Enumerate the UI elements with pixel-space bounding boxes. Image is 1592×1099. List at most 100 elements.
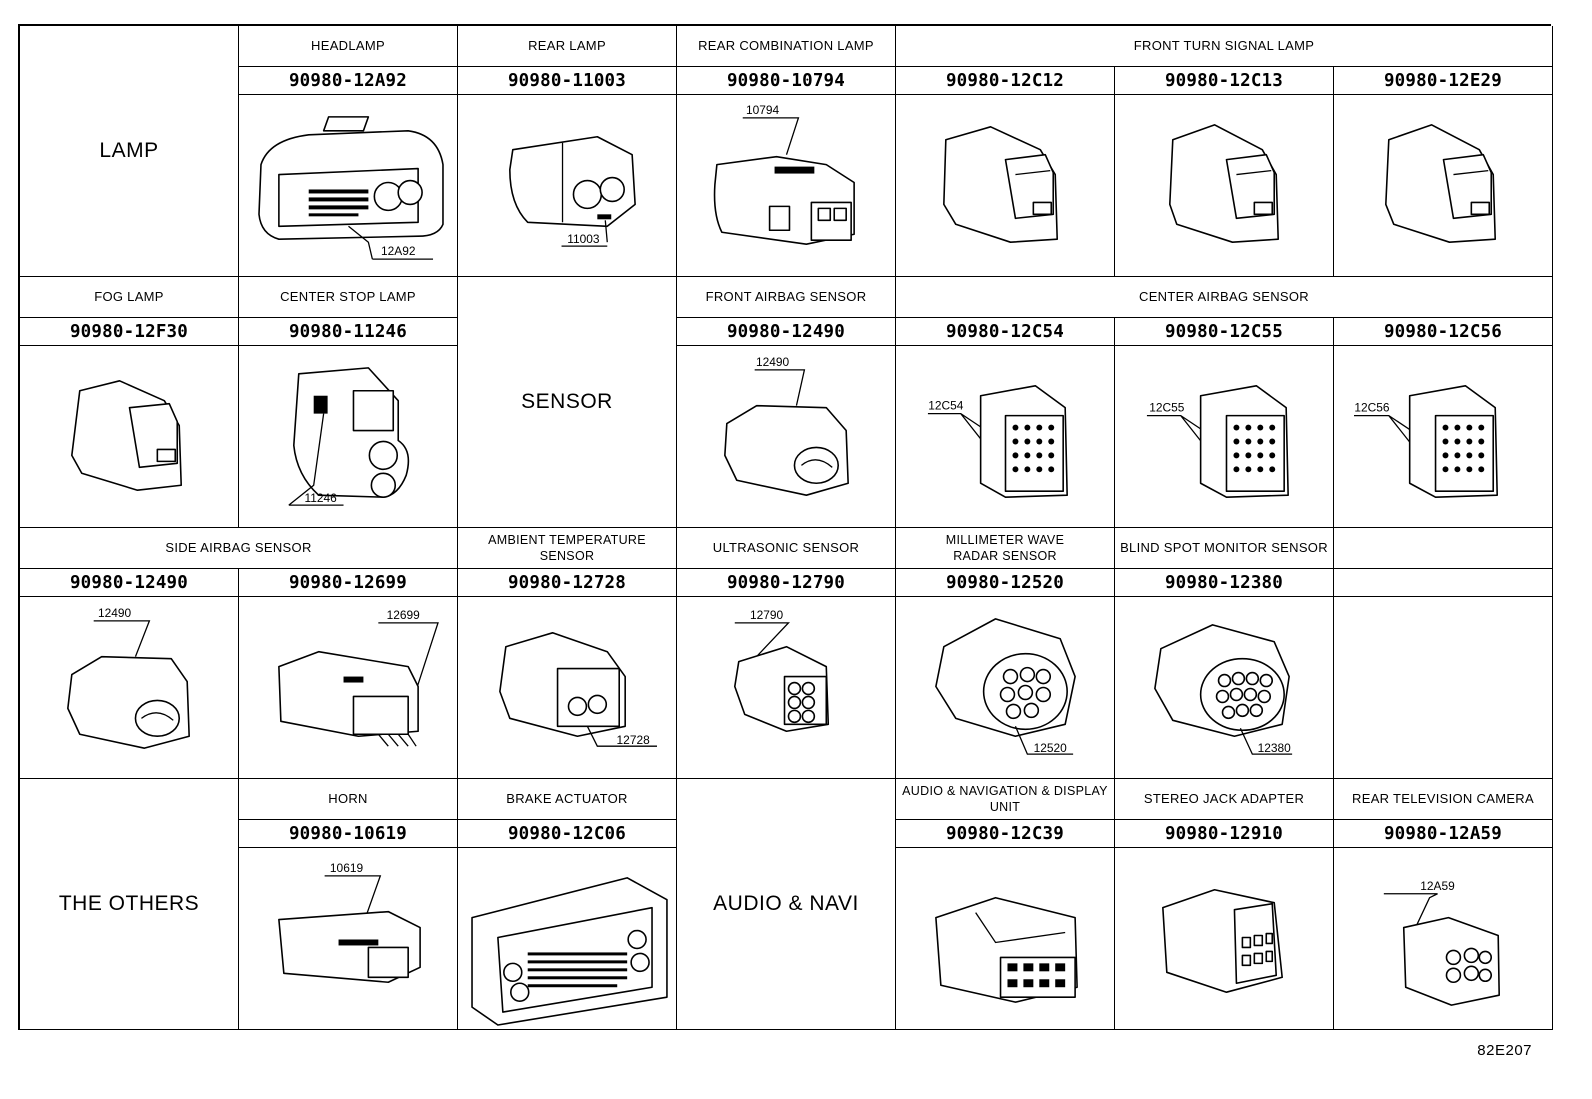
part-number: 90980-12520 <box>896 569 1115 597</box>
connector-12e29-icon <box>1385 124 1497 243</box>
callout-label: 12699 <box>387 608 421 622</box>
part-number: 90980-12A59 <box>1334 820 1553 848</box>
connector-12c12-icon <box>943 126 1059 243</box>
part-number: 90980-12699 <box>239 569 458 597</box>
callout-label: 12A92 <box>381 244 416 258</box>
header-brake-actuator: BRAKE ACTUATOR <box>458 779 677 820</box>
connector-12520-icon: 12520 <box>935 618 1076 755</box>
part-number: 90980-11003 <box>458 67 677 95</box>
connector-12790-icon: 12790 <box>733 608 830 733</box>
header-millimeter-wave-radar-sensor: MILLIMETER WAVE RADAR SENSOR <box>896 528 1115 569</box>
header-rear-combination-lamp: REAR COMBINATION LAMP <box>677 26 896 67</box>
callout-label: 12520 <box>1034 741 1068 755</box>
connector-drawing-12380: 12380 <box>1115 597 1334 779</box>
connector-12c39-icon <box>935 896 1078 1003</box>
connector-12910-icon <box>1162 888 1283 993</box>
empty-cell <box>1334 569 1553 597</box>
header-ambient-temperature-sensor: AMBIENT TEMPERATURE SENSOR <box>458 528 677 569</box>
empty-cell <box>1334 528 1553 569</box>
header-front-turn-signal-lamp: FRONT TURN SIGNAL LAMP <box>896 26 1553 67</box>
callout-label: 11003 <box>567 232 600 246</box>
connector-12f30-icon <box>71 380 183 491</box>
header-ultrasonic-sensor: ULTRASONIC SENSOR <box>677 528 896 569</box>
connector-11003-icon: 11003 <box>509 135 636 247</box>
header-blind-spot-monitor-sensor: BLIND SPOT MONITOR SENSOR <box>1115 528 1334 569</box>
callout-label: 12728 <box>617 733 651 747</box>
header-rear-lamp: REAR LAMP <box>458 26 677 67</box>
part-number: 90980-12C13 <box>1115 67 1334 95</box>
connector-drawing-12490-side: 12490 <box>20 597 239 779</box>
connector-drawing-12520: 12520 <box>896 597 1115 779</box>
header-fog-lamp: FOG LAMP <box>20 277 239 318</box>
connector-drawing-12490: 12490 <box>677 346 896 528</box>
callout-label: 11246 <box>305 491 338 505</box>
callout-label: 12C55 <box>1149 401 1185 415</box>
part-number: 90980-12C12 <box>896 67 1115 95</box>
callout-label: 12A59 <box>1420 879 1455 893</box>
connector-12c56-icon: 12C56 <box>1353 384 1498 498</box>
connector-12380-icon: 12380 <box>1154 624 1293 755</box>
header-front-airbag-sensor: FRONT AIRBAG SENSOR <box>677 277 896 318</box>
connector-12c06-icon <box>471 877 668 1026</box>
connector-12c54-icon: 12C54 <box>927 384 1068 498</box>
part-number: 90980-10794 <box>677 67 896 95</box>
part-number: 90980-12490 <box>20 569 239 597</box>
header-audio-navigation-display-unit: AUDIO & NAVIGATION & DISPLAY UNIT <box>896 779 1115 820</box>
connector-chart: LAMP HEADLAMP REAR LAMP REAR COMBINATION… <box>18 24 1553 1030</box>
part-number: 90980-11246 <box>239 318 458 346</box>
part-number: 90980-12490 <box>677 318 896 346</box>
connector-drawing-12699: 12699 <box>239 597 458 779</box>
part-number: 90980-12C39 <box>896 820 1115 848</box>
part-number: 90980-12728 <box>458 569 677 597</box>
callout-label: 10794 <box>746 103 780 117</box>
connector-drawing-12c56: 12C56 <box>1334 346 1553 528</box>
callout-label: 12C56 <box>1354 401 1390 415</box>
part-number: 90980-12C54 <box>896 318 1115 346</box>
header-center-airbag-sensor: CENTER AIRBAG SENSOR <box>896 277 1553 318</box>
part-number: 90980-12C06 <box>458 820 677 848</box>
callout-label: 10619 <box>330 861 364 875</box>
connector-12728-icon: 12728 <box>499 632 658 747</box>
part-number: 90980-12E29 <box>1334 67 1553 95</box>
part-number: 90980-12C55 <box>1115 318 1334 346</box>
connector-drawing-12728: 12728 <box>458 597 677 779</box>
connector-12699-icon: 12699 <box>278 608 439 747</box>
connector-drawing-10619: 10619 <box>239 848 458 1030</box>
connector-12c55-icon: 12C55 <box>1146 384 1289 498</box>
connector-drawing-12e29 <box>1334 95 1553 277</box>
part-number: 90980-12F30 <box>20 318 239 346</box>
part-number: 90980-10619 <box>239 820 458 848</box>
connector-12a59-icon: 12A59 <box>1383 879 1500 1006</box>
callout-label: 12C54 <box>928 399 964 413</box>
part-number: 90980-12790 <box>677 569 896 597</box>
part-number: 90980-12C56 <box>1334 318 1553 346</box>
connector-drawing-11003: 11003 <box>458 95 677 277</box>
header-horn: HORN <box>239 779 458 820</box>
group-audio-navi: AUDIO & NAVI <box>677 779 896 1030</box>
header-side-airbag-sensor: SIDE AIRBAG SENSOR <box>20 528 458 569</box>
connector-11246-icon: 11246 <box>288 367 410 506</box>
connector-grid: LAMP HEADLAMP REAR LAMP REAR COMBINATION… <box>18 24 1553 1030</box>
callout-label: 12380 <box>1258 741 1292 755</box>
empty-cell <box>1334 597 1553 779</box>
connector-drawing-10794: 10794 <box>677 95 896 277</box>
connector-12490-icon: 12490 <box>724 355 849 496</box>
callout-label: 12490 <box>756 355 790 369</box>
connector-drawing-12c13 <box>1115 95 1334 277</box>
part-number: 90980-12380 <box>1115 569 1334 597</box>
connector-drawing-12c55: 12C55 <box>1115 346 1334 528</box>
connector-drawing-12f30 <box>20 346 239 528</box>
connector-drawing-12790: 12790 <box>677 597 896 779</box>
connector-drawing-12a59: 12A59 <box>1334 848 1553 1030</box>
connector-10794-icon: 10794 <box>713 103 855 245</box>
callout-label: 12790 <box>750 608 784 622</box>
connector-drawing-12c06 <box>458 848 677 1030</box>
connector-drawing-12c12 <box>896 95 1115 277</box>
group-sensor: SENSOR <box>458 277 677 528</box>
callout-label: 12490 <box>98 606 132 620</box>
group-lamp: LAMP <box>20 26 239 277</box>
connector-12490-side-icon: 12490 <box>67 606 190 749</box>
figure-code: 82E207 <box>1477 1042 1532 1059</box>
connector-drawing-11246: 11246 <box>239 346 458 528</box>
header-stereo-jack-adapter: STEREO JACK ADAPTER <box>1115 779 1334 820</box>
